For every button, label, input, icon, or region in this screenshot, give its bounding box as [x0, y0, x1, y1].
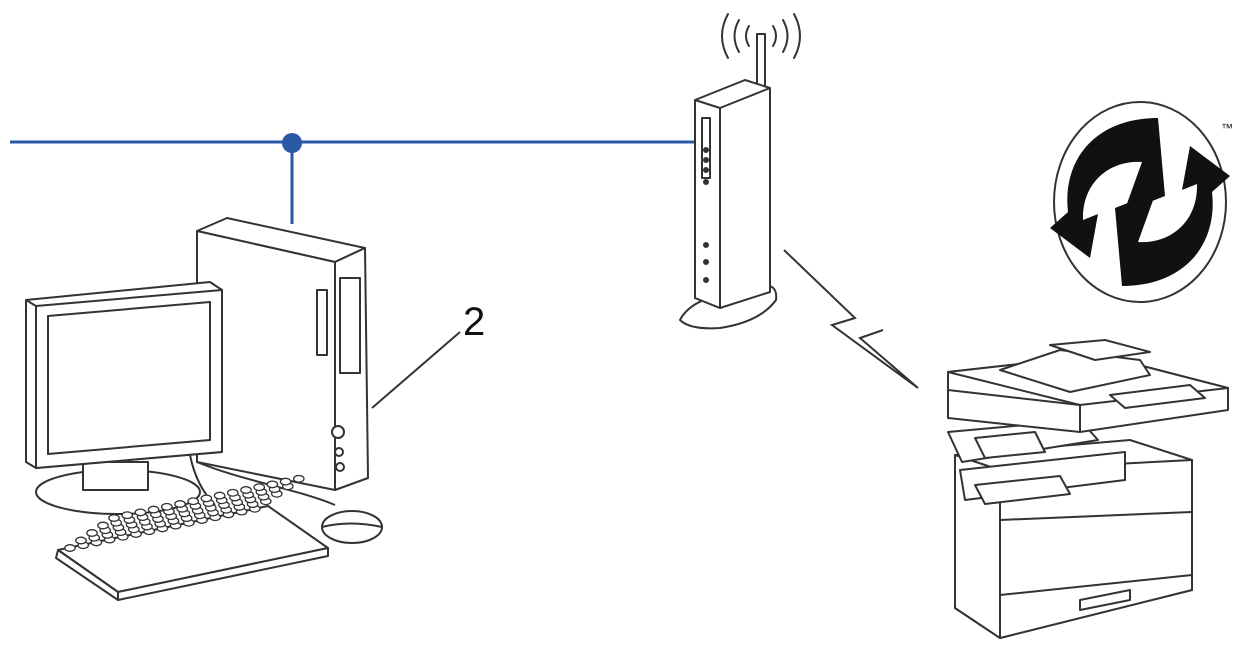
keyboard-key	[147, 505, 160, 514]
keyboard-key	[86, 529, 98, 537]
keyboard-key	[108, 514, 120, 522]
keyboard-key	[240, 486, 252, 494]
trademark-mark: ™	[1221, 121, 1233, 135]
keyboard-key	[64, 544, 76, 552]
keyboard-key	[160, 502, 173, 511]
keyboard-key	[266, 480, 279, 489]
keyboard-key	[97, 521, 109, 530]
monitor-icon	[25, 281, 223, 515]
keyboard-key	[75, 536, 87, 545]
keyboard-key	[292, 474, 305, 483]
callout-label: 2	[463, 300, 485, 344]
wireless-link-bolt	[783, 249, 919, 389]
computer-tower-icon	[196, 217, 369, 491]
keyboard-key	[134, 508, 147, 517]
keyboard-key	[187, 497, 200, 506]
keyboard-key	[174, 500, 186, 508]
keyboard-key	[226, 488, 239, 497]
keyboard-key	[253, 483, 266, 492]
keyboard-key	[279, 477, 292, 486]
wired-network	[10, 133, 697, 224]
keyboard-key	[213, 491, 226, 500]
keyboard-key	[121, 511, 134, 520]
keyboard-key	[200, 494, 213, 503]
keyboard-icon	[55, 474, 329, 601]
network-junction	[282, 133, 302, 153]
multifunction-printer-icon	[947, 339, 1229, 639]
mouse-icon	[321, 510, 383, 544]
callout-line	[371, 331, 461, 409]
wireless-router-icon	[679, 33, 778, 330]
wifi-protected-setup-logo: ™	[1050, 101, 1233, 303]
wireless-signal-icon	[721, 13, 801, 59]
